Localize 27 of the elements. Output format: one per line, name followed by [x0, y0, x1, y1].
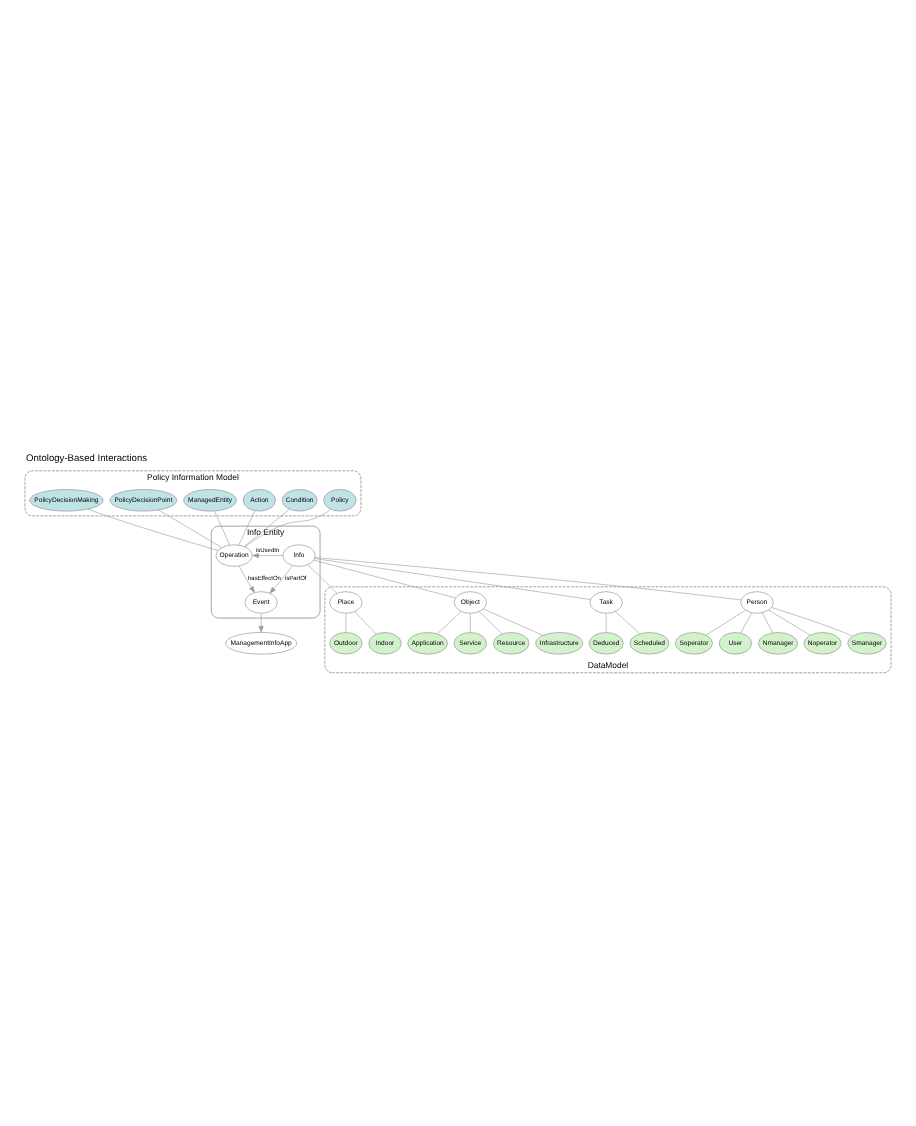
connector	[345, 612, 347, 632]
connector	[771, 606, 853, 636]
connector	[87, 507, 219, 550]
connector	[605, 612, 607, 632]
connector	[244, 508, 331, 546]
connector	[313, 558, 456, 598]
connector	[483, 607, 544, 635]
connector	[705, 609, 746, 635]
connector	[478, 610, 503, 634]
arrow	[269, 564, 293, 593]
connector	[314, 556, 742, 600]
connector	[214, 509, 230, 545]
connector	[761, 611, 774, 633]
connector	[436, 610, 462, 634]
connector	[470, 612, 471, 632]
connector	[354, 610, 377, 634]
connector	[307, 563, 338, 593]
connector	[615, 610, 640, 634]
arrow	[238, 564, 255, 592]
arrow	[258, 612, 264, 632]
connector	[238, 509, 256, 545]
connector	[158, 508, 222, 547]
arrow	[252, 552, 284, 557]
connector	[244, 508, 290, 546]
connector	[314, 557, 591, 599]
connector	[768, 608, 811, 635]
connector	[740, 611, 752, 633]
